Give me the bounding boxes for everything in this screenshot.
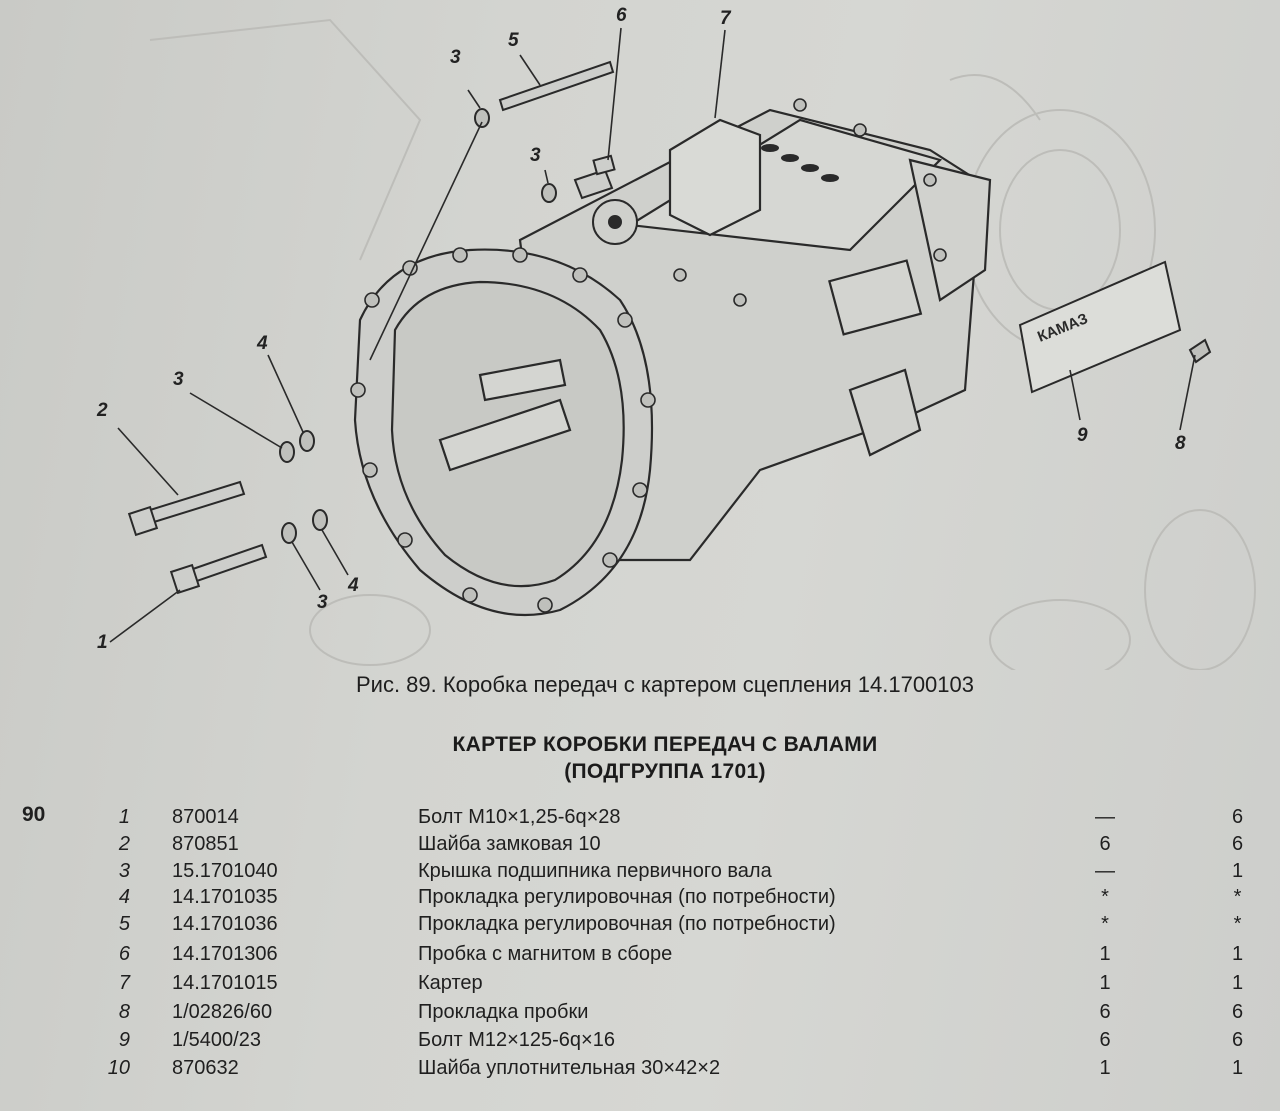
nameplate: КАМАЗ [1018,260,1182,394]
section-title: КАРТЕР КОРОБКИ ПЕРЕДАЧ С ВАЛАМИ [452,733,878,756]
section-subtitle: (ПОДГРУППА 1701) [564,760,766,783]
callout-6: 6 [616,5,627,26]
callout-1: 1 [97,632,108,653]
item-number: 7 [118,972,130,994]
quantity-1: — [1095,806,1115,828]
table-row: 2 870851 Шайба замковая 10 6 6 [0,833,1280,860]
quantity-1: 6 [1099,1029,1111,1051]
item-number: 3 [118,860,130,882]
quantity-1: 1 [1099,943,1111,965]
figure-caption: Рис. 89. Коробка передач с картером сцеп… [355,672,974,697]
item-number: 1 [118,806,130,828]
item-number: 8 [118,1001,130,1023]
part-name: Картер [418,972,483,994]
part-name: Прокладка пробки [418,1001,589,1023]
quantity-1: 1 [1099,1057,1111,1079]
callout-8: 8 [1175,433,1186,454]
quantity-2: * [1233,913,1242,935]
callout-3: 3 [173,369,184,390]
quantity-1: — [1095,860,1115,882]
callout-3: 3 [317,592,328,613]
item-number: 9 [118,1029,130,1051]
table-row: 3 15.1701040 Крышка подшипника первичног… [0,860,1280,887]
part-name: Пробка с магнитом в сборе [418,943,673,965]
table-row: 7 14.1701015 Картер 1 1 [0,972,1280,999]
item-number: 5 [118,913,130,935]
quantity-2: 1 [1231,860,1244,882]
page-number: 90 [22,803,46,826]
quantity-2: * [1233,886,1242,908]
quantity-1: * [1101,913,1109,935]
callout-3: 3 [530,145,541,166]
part-code: 1/5400/23 [172,1029,261,1051]
part-name: Болт М12×125-6q×16 [418,1029,615,1051]
callout-5: 5 [508,30,519,51]
callout-2: 2 [97,400,108,421]
quantity-2: 6 [1231,806,1244,828]
table-row: 1 870014 Болт М10×1,25-6q×28 — 6 [0,806,1280,833]
part-name: Болт М10×1,25-6q×28 [418,806,621,828]
part-name: Крышка подшипника первичного вала [418,860,772,882]
part-code: 14.1701035 [172,886,278,908]
part-name: Шайба замковая 10 [418,833,601,855]
item-number: 2 [118,833,130,855]
item-number: 6 [118,943,130,965]
gearbox-exploded-diagram: КАМАЗ [109,18,1256,670]
part-code: 15.1701040 [172,860,278,882]
quantity-1: * [1101,886,1109,908]
callout-4: 4 [257,333,268,354]
table-row: 6 14.1701306 Пробка с магнитом в сборе 1… [0,943,1280,970]
part-name: Шайба уплотнительная 30×42×2 [418,1057,721,1079]
table-row: 4 14.1701035 Прокладка регулировочная (п… [0,886,1280,913]
item-number: 10 [107,1057,130,1079]
table-row: 9 1/5400/23 Болт М12×125-6q×16 6 6 [0,1029,1280,1056]
quantity-2: 1 [1231,972,1244,994]
table-row: 8 1/02826/60 Прокладка пробки 6 6 [0,1001,1280,1028]
quantity-2: 6 [1231,1001,1244,1023]
part-code: 870851 [172,833,239,855]
part-code: 14.1701015 [172,972,278,994]
part-name: Прокладка регулировочная (по потребности… [418,886,836,908]
quantity-2: 6 [1231,1029,1244,1051]
part-code: 1/02826/60 [172,1001,273,1023]
quantity-1: 6 [1099,833,1111,855]
quantity-1: 1 [1099,972,1111,994]
part-code: 14.1701306 [172,943,278,965]
item-number: 4 [118,886,130,908]
part-code: 870014 [172,806,239,828]
part-code: 870632 [172,1057,239,1079]
quantity-2: 1 [1231,1057,1244,1079]
callout-3: 3 [450,47,461,68]
callout-9: 9 [1077,425,1088,446]
table-row: 5 14.1701036 Прокладка регулировочная (п… [0,913,1280,940]
quantity-2: 6 [1231,833,1244,855]
callout-7: 7 [720,8,731,29]
quantity-1: 6 [1099,1001,1111,1023]
part-code: 14.1701036 [172,913,278,935]
quantity-2: 1 [1231,943,1244,965]
part-name: Прокладка регулировочная (по потребности… [418,913,836,935]
table-row: 10 870632 Шайба уплотнительная 30×42×2 1… [0,1057,1280,1084]
callout-4: 4 [348,575,359,596]
